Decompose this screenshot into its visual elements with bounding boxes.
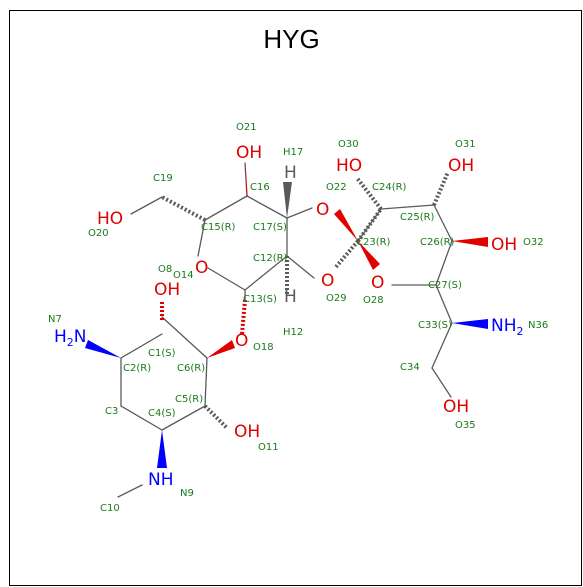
atom-label-c12: C12(R) bbox=[253, 253, 288, 264]
atom-symbol-o22: O bbox=[316, 200, 329, 220]
atom-label-c13: C13(S) bbox=[243, 294, 277, 305]
atom-label-c16: C16 bbox=[250, 182, 270, 193]
atom-label-o28: O28 bbox=[363, 295, 384, 306]
wedge-bond bbox=[452, 319, 488, 329]
atom-symbol-oh35: OH bbox=[443, 397, 469, 417]
atom-label-c24: C24(R) bbox=[372, 182, 407, 193]
bond bbox=[286, 255, 315, 279]
atom-symbol-o29: O bbox=[321, 271, 334, 291]
atom-label-c6: C6(R) bbox=[177, 363, 205, 374]
bond bbox=[207, 267, 246, 291]
bond bbox=[431, 322, 453, 369]
atom-label-o18: O18 bbox=[253, 342, 274, 353]
atom-label-o20: O20 bbox=[88, 228, 109, 239]
bond bbox=[435, 240, 453, 286]
atom-label-c3: C3 bbox=[105, 406, 118, 417]
atom-symbol-nh9: NH bbox=[148, 470, 174, 490]
atom-symbol-oh8: OH bbox=[154, 280, 180, 300]
atom-label-o31: O31 bbox=[455, 139, 476, 150]
bond bbox=[435, 284, 453, 324]
hashed-bond bbox=[240, 299, 247, 335]
bond bbox=[244, 255, 288, 291]
bond bbox=[433, 204, 453, 242]
atom-label-n36: N36 bbox=[528, 320, 548, 331]
atom-label-o21: O21 bbox=[236, 122, 257, 133]
wedge-bond bbox=[85, 340, 121, 358]
atom-label-c19: C19 bbox=[153, 173, 173, 184]
atom-symbol-nh2-36: NH2 bbox=[491, 316, 524, 338]
bond bbox=[120, 333, 163, 359]
atom-symbol-h12: H bbox=[284, 287, 297, 307]
bond bbox=[117, 484, 143, 498]
atom-symbol-nh2-7: H2N bbox=[54, 327, 87, 349]
bond bbox=[246, 195, 288, 219]
atom-label-c23: C23(R) bbox=[356, 237, 391, 248]
atom-label-o14: O14 bbox=[173, 270, 194, 281]
image-frame bbox=[9, 10, 582, 586]
molecule-title: HYG bbox=[263, 24, 320, 54]
atom-symbol-o14: O bbox=[195, 258, 208, 278]
atom-label-c10: C10 bbox=[100, 503, 120, 514]
atom-symbol-o18: O bbox=[235, 331, 248, 351]
hashed-bond bbox=[333, 239, 360, 270]
atom-label-n7: N7 bbox=[48, 314, 62, 325]
atom-label-c15: C15(R) bbox=[201, 222, 236, 233]
atom-symbol-oh30: HO bbox=[336, 156, 362, 176]
atom-label-c4: C4(S) bbox=[148, 408, 176, 419]
atom-label-c25: C25(R) bbox=[400, 212, 435, 223]
bond bbox=[161, 405, 206, 431]
atom-label-n9: N9 bbox=[180, 488, 194, 499]
hashed-bond bbox=[161, 195, 206, 222]
bonds bbox=[117, 162, 453, 498]
bond bbox=[197, 219, 206, 257]
atom-label-o11: O11 bbox=[258, 442, 279, 453]
atom-label-c34: C34 bbox=[400, 362, 420, 373]
hashed-bond bbox=[432, 171, 450, 206]
atom-label-o35: O35 bbox=[455, 420, 476, 431]
wedge-bond bbox=[157, 430, 167, 468]
hashed-bond bbox=[355, 176, 383, 211]
atom-symbol-h17: H bbox=[284, 163, 297, 183]
bond bbox=[130, 196, 163, 215]
bond bbox=[204, 357, 208, 407]
atom-label-h17: H17 bbox=[283, 147, 303, 158]
atom-symbol-o28: O bbox=[371, 273, 384, 293]
wedge-bond bbox=[358, 241, 380, 270]
atom-label-o32: O32 bbox=[523, 237, 544, 248]
bond bbox=[120, 405, 163, 431]
bond bbox=[244, 162, 248, 197]
atom-label-c5: C5(R) bbox=[175, 394, 203, 405]
atom-label-o29: O29 bbox=[326, 293, 347, 304]
atom-symbol-oh11: OH bbox=[234, 422, 260, 442]
wedge-bond bbox=[334, 209, 358, 241]
hashed-bond bbox=[203, 404, 229, 430]
wedge-bond bbox=[283, 182, 292, 218]
atom-label-c27: C27(S) bbox=[428, 280, 462, 291]
atom-label-c1: C1(S) bbox=[148, 348, 176, 359]
wedge-bond bbox=[207, 340, 235, 358]
atom-symbol-oh32: OH bbox=[491, 235, 517, 255]
atom-label-c33: C33(S) bbox=[418, 320, 452, 331]
atom-label-h12: H12 bbox=[283, 327, 303, 338]
bond bbox=[204, 195, 248, 221]
atom-symbol-oh21: OH bbox=[236, 143, 262, 163]
bond bbox=[380, 204, 435, 210]
bond bbox=[161, 316, 208, 359]
atom-label-o22: O22 bbox=[326, 182, 347, 193]
stereo-bonds bbox=[85, 171, 488, 468]
atom-label-c2: C2(R) bbox=[123, 363, 151, 374]
atom-label-o8: O8 bbox=[158, 264, 172, 275]
atom-label-o30: O30 bbox=[338, 139, 359, 150]
atom-symbol-oh31: OH bbox=[448, 156, 474, 176]
atom-symbol-oh20: HO bbox=[97, 209, 123, 229]
wedge-bond bbox=[452, 237, 488, 247]
bond bbox=[286, 207, 313, 219]
bond bbox=[431, 367, 452, 398]
atom-label-c26: C26(R) bbox=[420, 237, 455, 248]
hashed-bond bbox=[356, 207, 383, 243]
atom-label-c17: C17(S) bbox=[253, 222, 287, 233]
